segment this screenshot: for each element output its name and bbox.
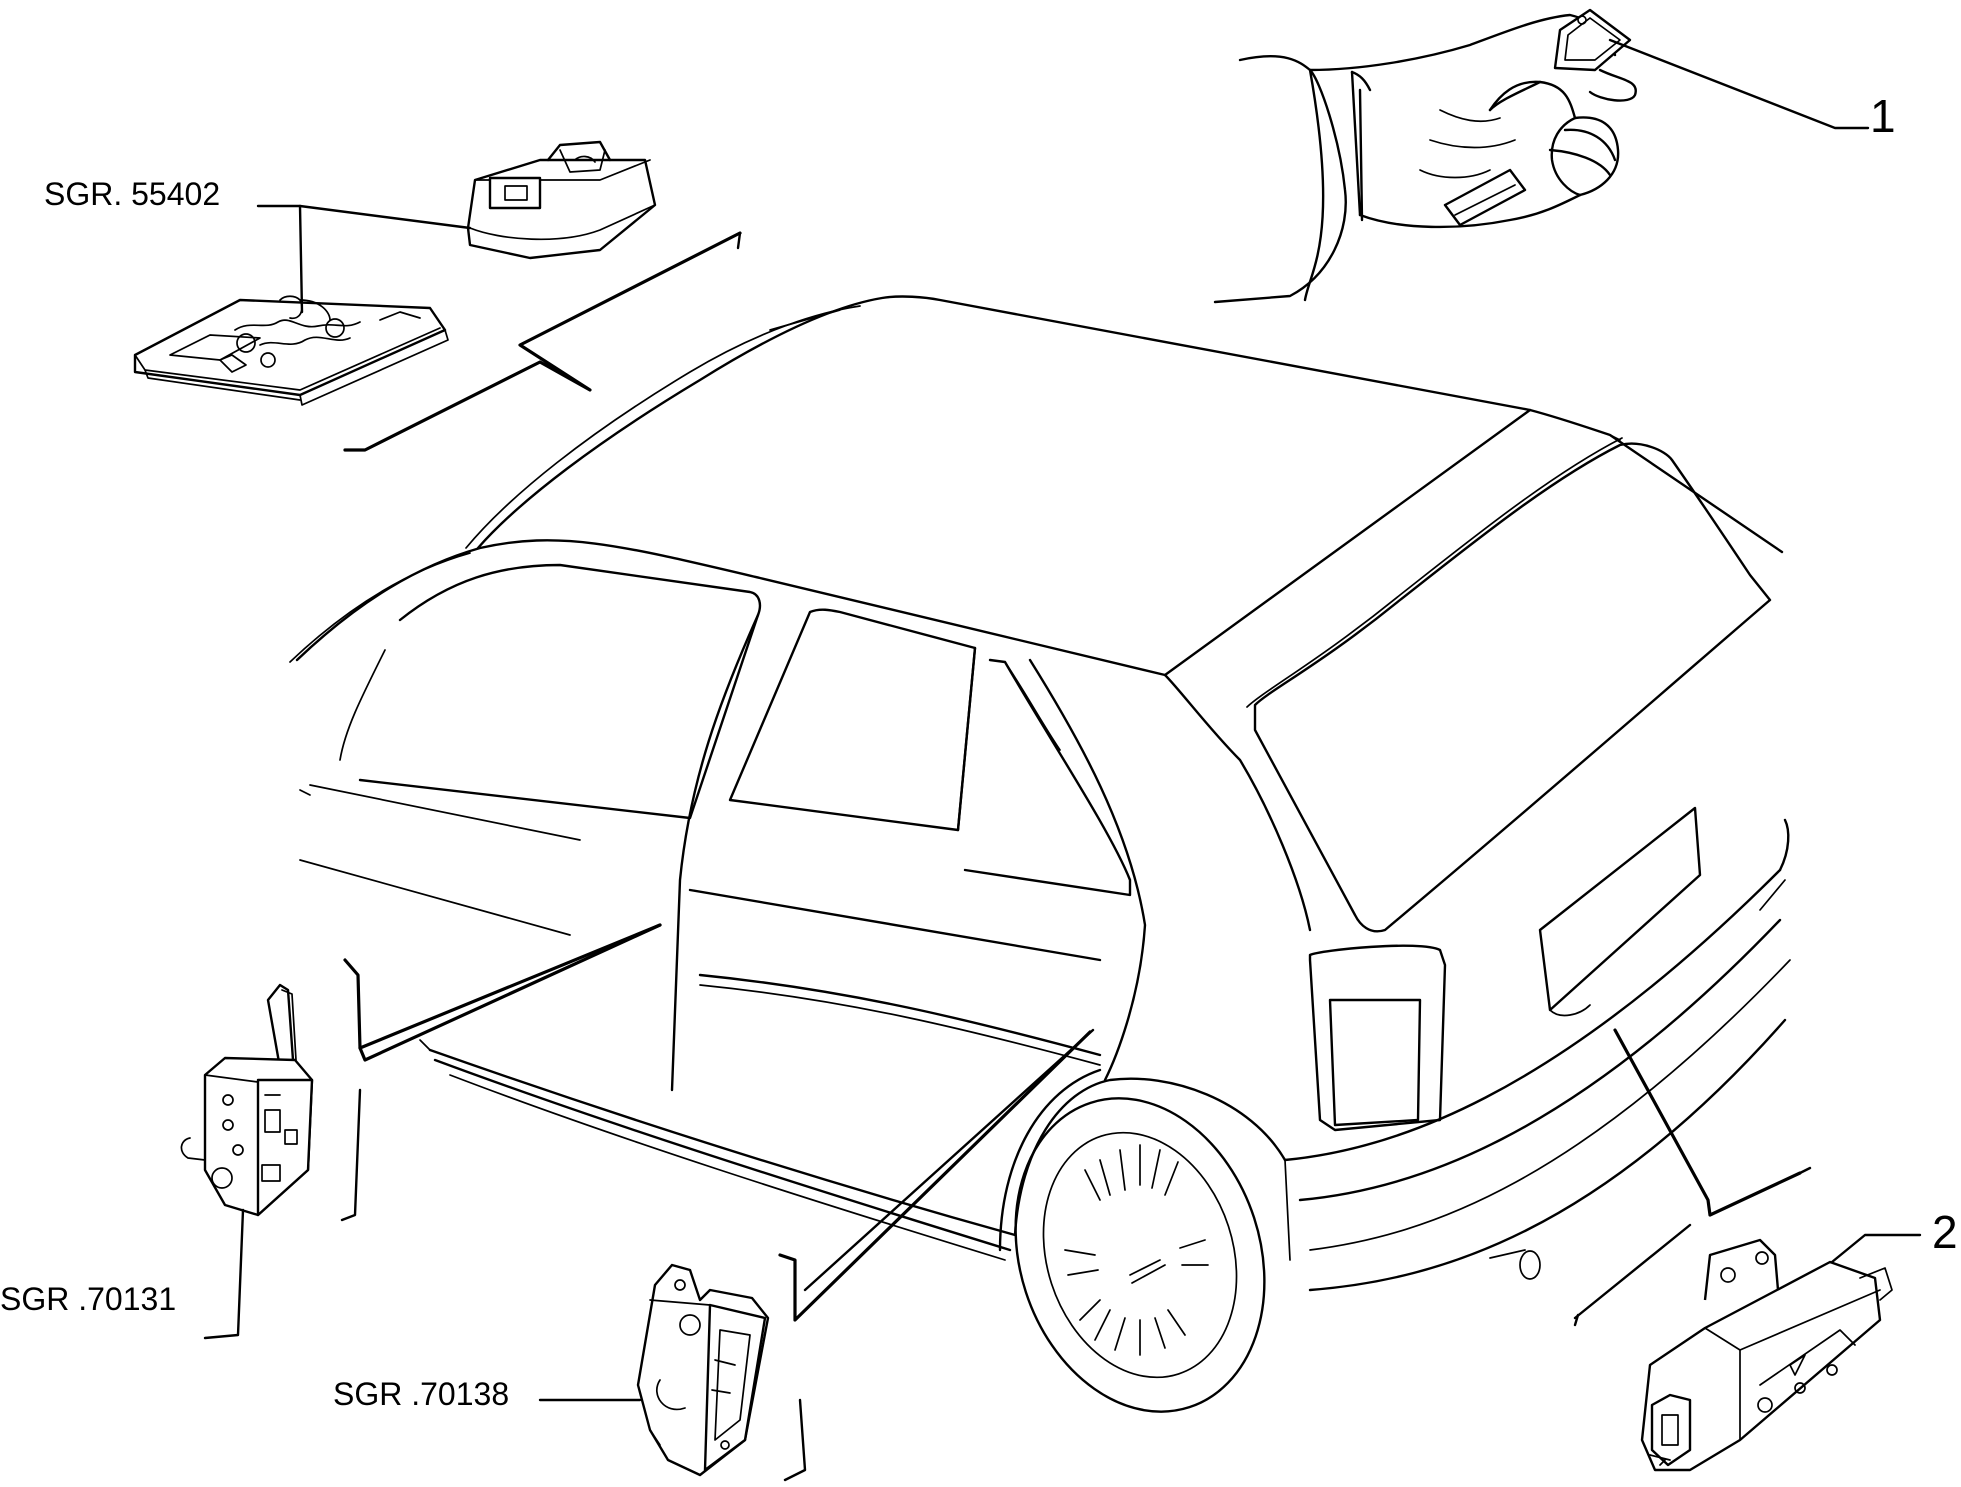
callout-lines — [340, 231, 1812, 1482]
label-sgr-70138: SGR .70138 — [333, 1376, 509, 1412]
hatchback-car-drawing — [289, 295, 1791, 1413]
item-1-callout: 1 — [1608, 38, 1896, 142]
label-sgr-70131: SGR .70131 — [0, 1281, 176, 1317]
interior-lamp-assembly: SGR. 55402 — [44, 140, 657, 406]
hubcap-spokes — [1064, 1144, 1209, 1356]
label-item-1: 1 — [1870, 90, 1896, 142]
tailgate-lock-part-2: 2 — [1640, 1206, 1958, 1472]
remote-key-hand-part-1 — [1213, 8, 1637, 304]
label-item-2: 2 — [1932, 1206, 1958, 1258]
rear-door-lock: SGR .70138 — [333, 1263, 770, 1477]
front-door-lock: SGR .70131 — [0, 983, 314, 1340]
label-sgr-55402: SGR. 55402 — [44, 176, 220, 212]
